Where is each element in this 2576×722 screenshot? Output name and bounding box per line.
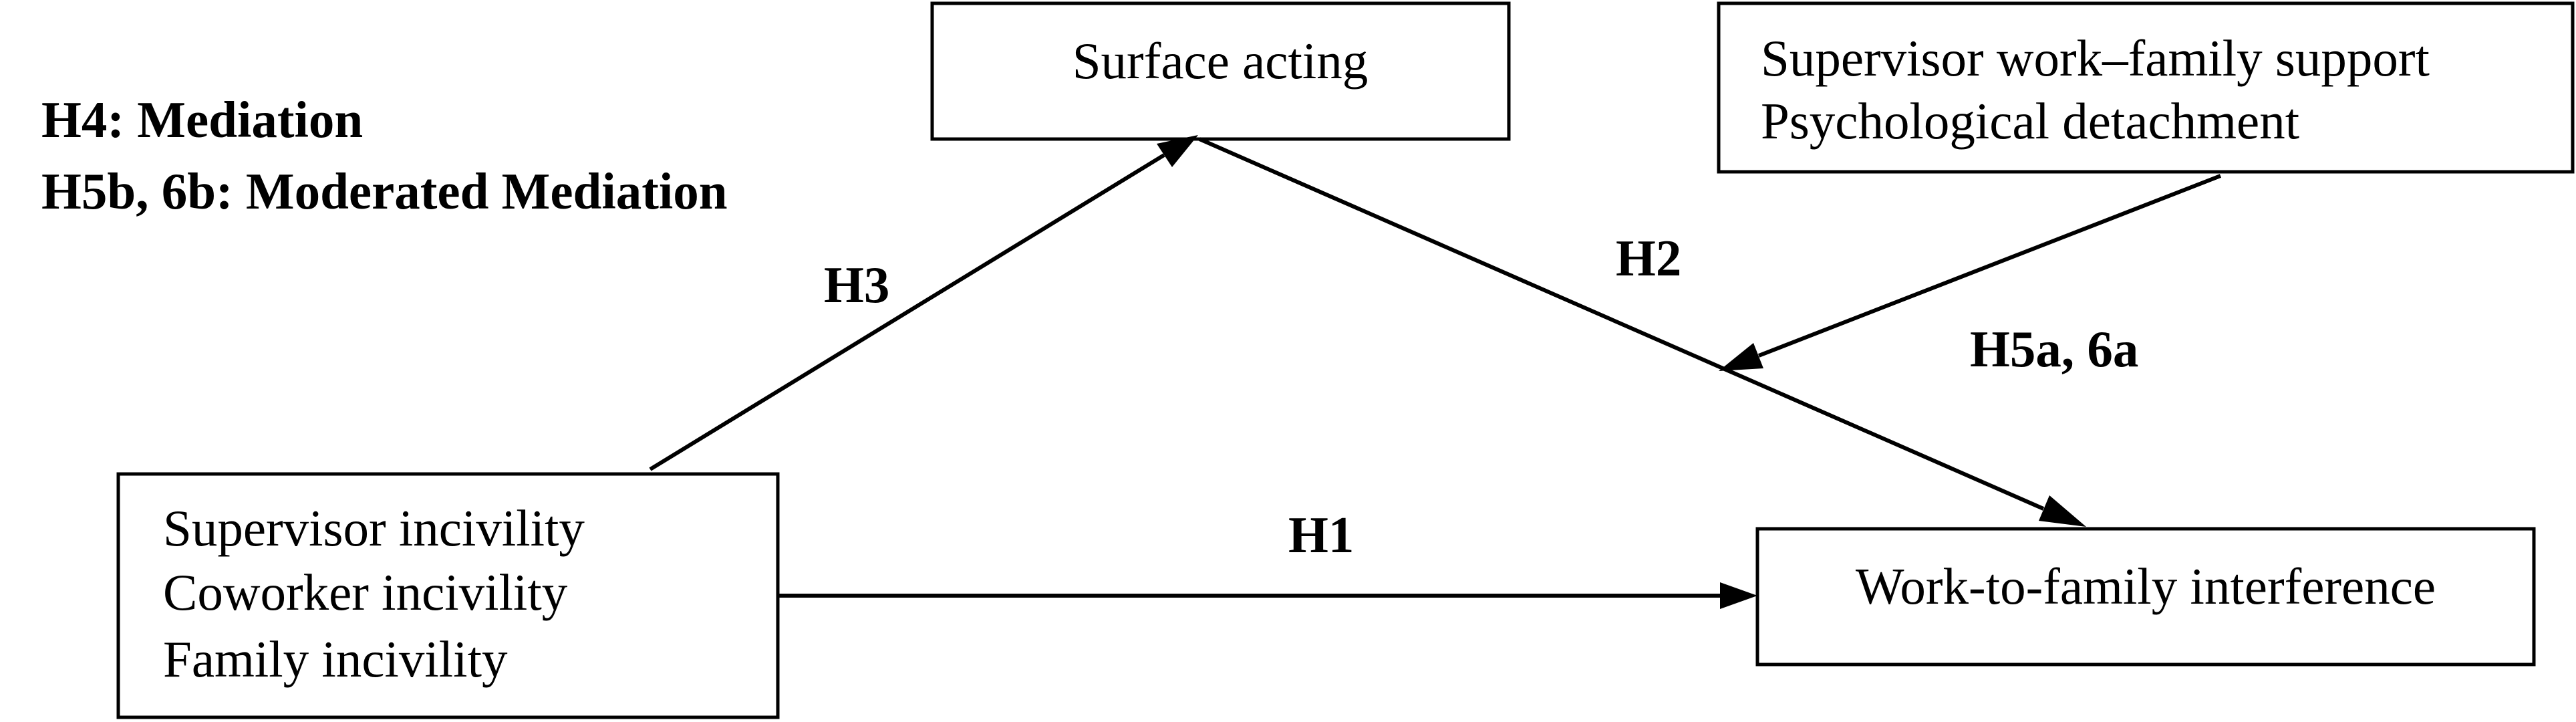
outcome-work-family-interference-label: Work-to-family interference <box>1856 558 2436 615</box>
edge-h5a-6a-label: H5a, 6a <box>1970 320 2138 378</box>
predictor-family-incivility-label: Family incivility <box>163 630 508 688</box>
moderator-supervisor-support-label: Supervisor work–family support <box>1761 29 2430 87</box>
predictor-coworker-incivility-label: Coworker incivility <box>163 564 568 621</box>
edge-h2-label: H2 <box>1616 229 1681 287</box>
moderator-psychological-detachment-label: Psychological detachment <box>1761 92 2299 150</box>
surface-acting-node: Surface acting <box>930 1 1511 141</box>
edge-h1 <box>778 582 1757 609</box>
predictor-supervisor-incivility-label: Supervisor incivility <box>163 499 585 557</box>
edge-h1-label: H1 <box>1288 506 1354 564</box>
surface-acting-label: Surface acting <box>1072 32 1369 90</box>
legend-moderated-mediation-label: H5b, 6b: Moderated Mediation <box>41 162 728 220</box>
predictors-node: Supervisor incivility Coworker incivilit… <box>116 472 780 719</box>
edge-h5a-6a <box>1719 174 2222 371</box>
edge-h3-label: H3 <box>824 256 889 314</box>
moderators-node: Supervisor work–family support Psycholog… <box>1717 1 2575 174</box>
edge-h2 <box>1198 137 2086 527</box>
edge-h3 <box>649 135 1198 471</box>
outcome-node: Work-to-family interference <box>1755 527 2536 667</box>
legend-mediation-label: H4: Mediation <box>41 91 363 148</box>
